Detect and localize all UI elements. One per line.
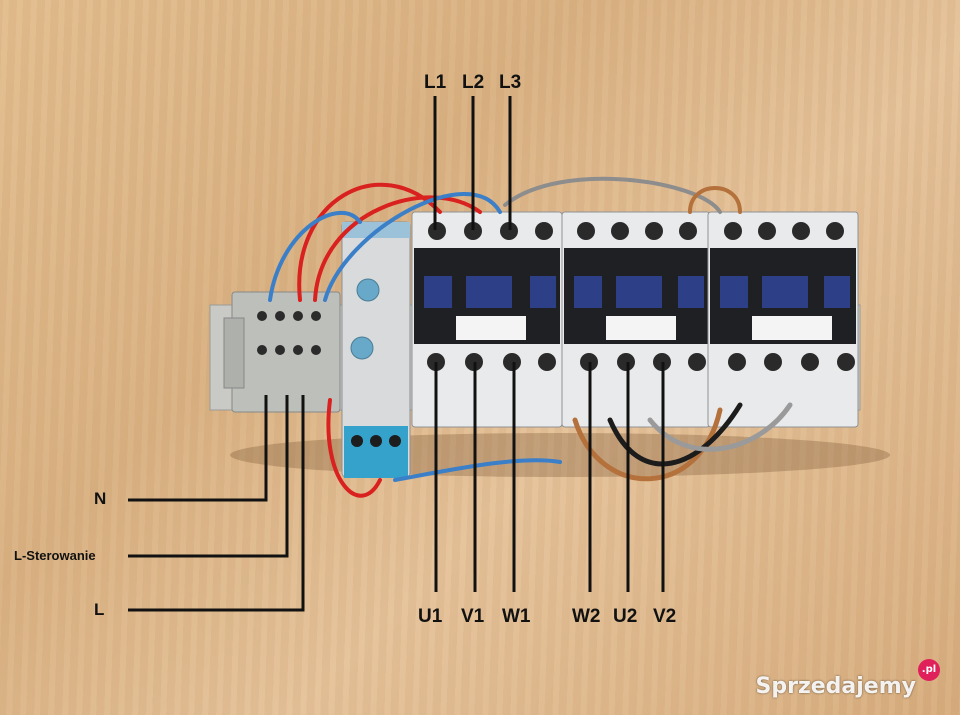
label-u1: U1 [418,606,443,627]
label-l1: L1 [424,72,447,93]
label-l2: L2 [462,72,485,93]
label-n: N [94,489,107,508]
wiring [268,176,793,498]
label-l: L [94,600,105,619]
label-w1: W1 [502,606,531,627]
timer-relay [341,221,411,478]
label-u2: U2 [613,606,638,627]
terminal-block [223,291,341,413]
contactor-2 [561,211,711,428]
label-v2: V2 [653,606,677,627]
label-l3: L3 [499,72,522,93]
contactor-1 [411,211,563,428]
label-v1: V1 [461,606,485,627]
label-l-sterowanie: L-Sterowanie [14,548,96,563]
contactor-3 [707,211,859,428]
watermark-domain-badge: .pl [918,659,940,681]
watermark-logo: Sprzedajemy [755,674,917,699]
label-w2: W2 [572,606,601,627]
annotation-lines [128,96,665,612]
